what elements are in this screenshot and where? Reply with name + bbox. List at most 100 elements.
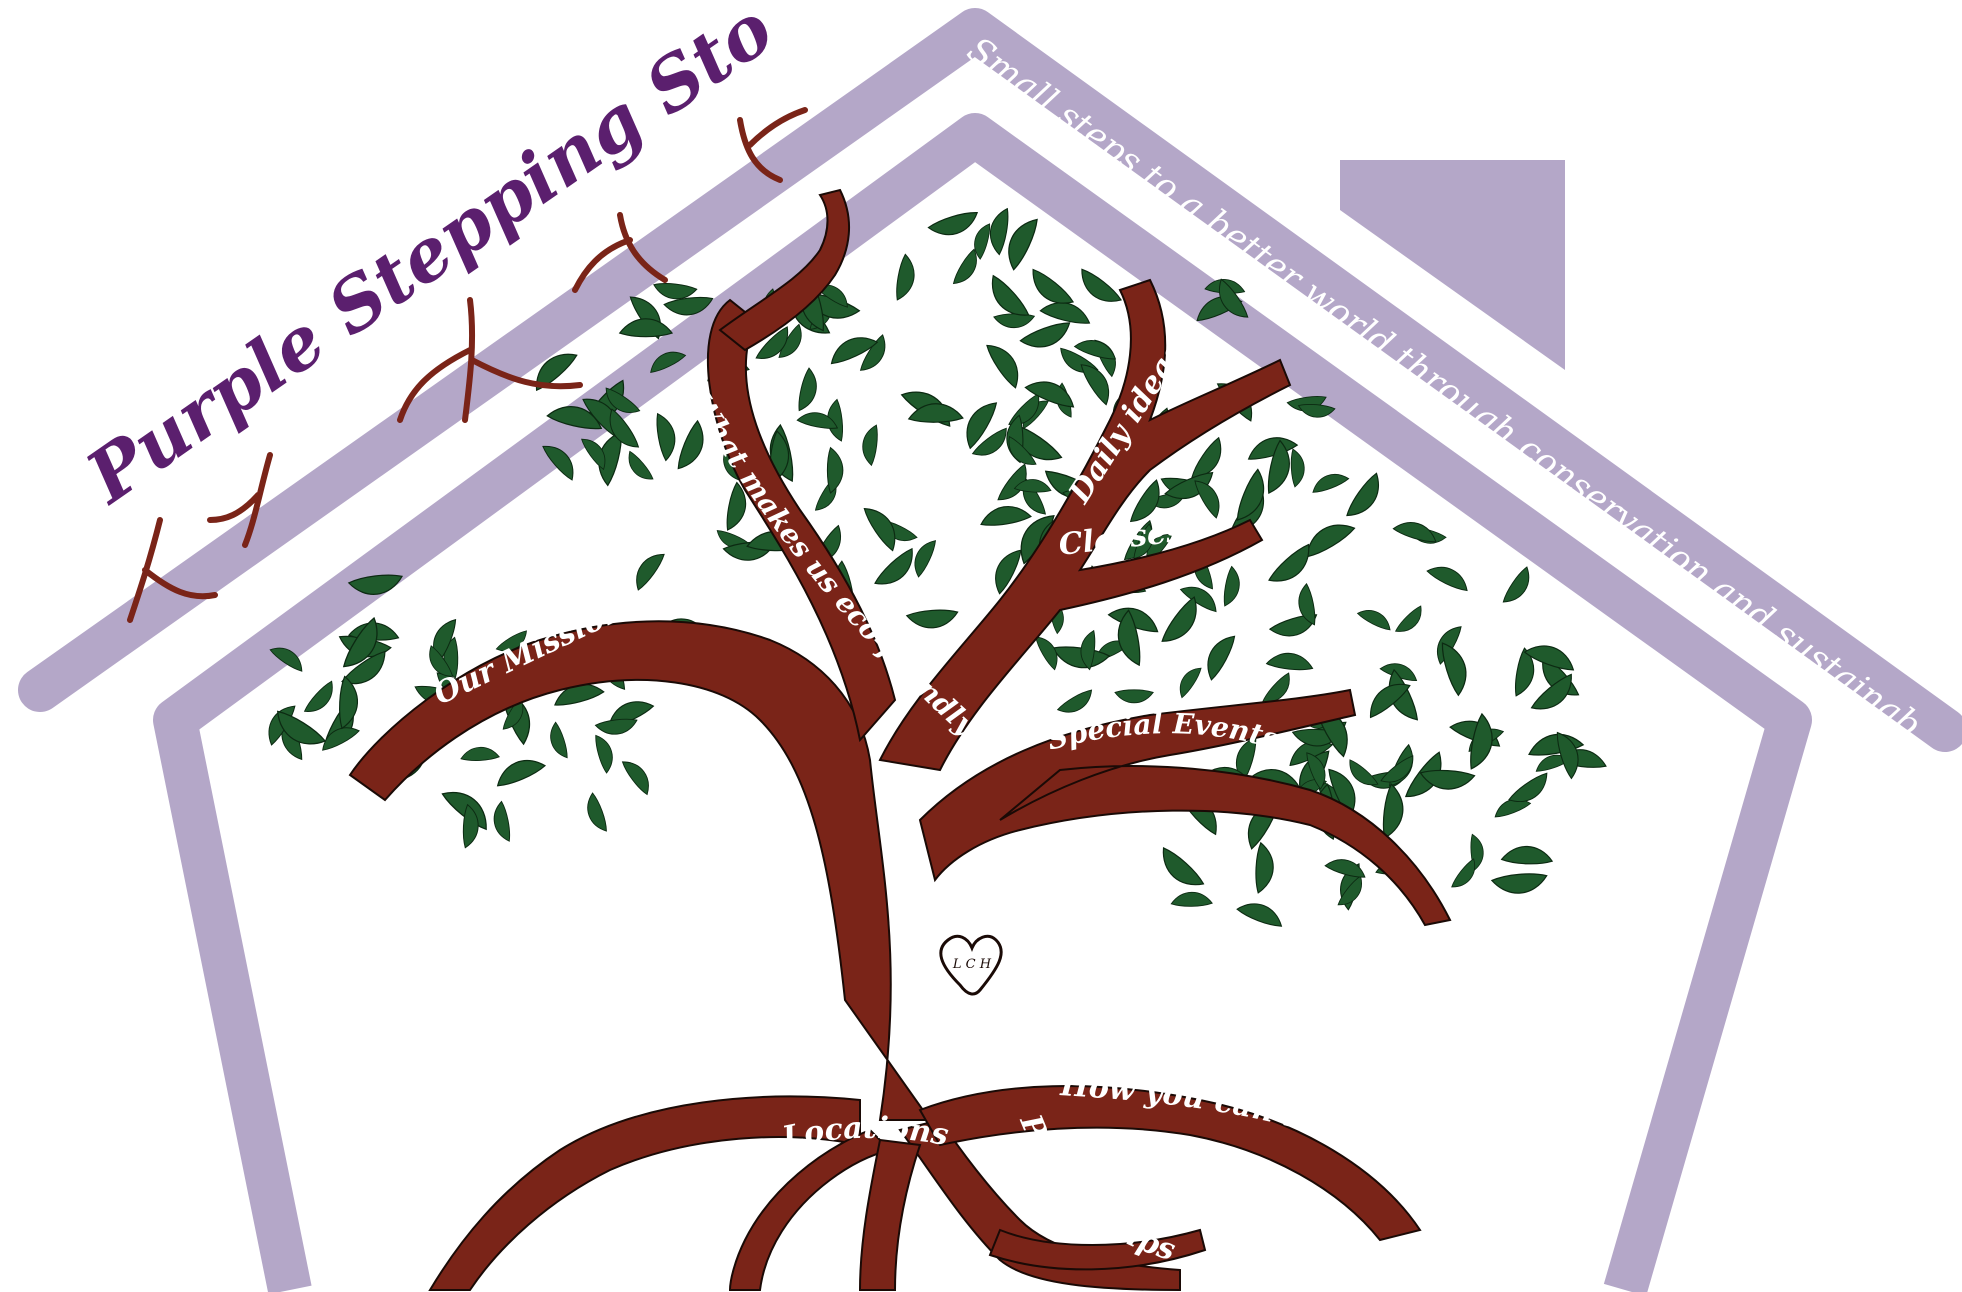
leaf-shape (677, 419, 704, 470)
leaf-shape (1236, 468, 1265, 521)
leaf-shape (1247, 437, 1299, 460)
leaf-shape (1500, 845, 1554, 865)
leaf-shape (1298, 582, 1316, 626)
leaf-shape (535, 353, 578, 392)
leaf-shape (1523, 645, 1575, 671)
leaf-shape (339, 675, 359, 730)
leaf-shape (1268, 543, 1310, 582)
leaf-shape (1080, 629, 1096, 671)
leaf-shape (974, 223, 991, 260)
leaf-shape (342, 616, 378, 668)
leaf-shape (1179, 667, 1202, 699)
leaf-shape (663, 296, 714, 316)
leaf-shape (1380, 755, 1414, 783)
leaf-shape (952, 248, 977, 285)
leaf-shape (755, 326, 789, 359)
leaf-shape (1035, 636, 1058, 671)
leaf-shape (1426, 566, 1468, 592)
leaf-shape (550, 721, 568, 759)
leaf-shape (798, 367, 817, 412)
leaf-shape (1223, 565, 1240, 607)
leaf-shape (653, 283, 698, 300)
leaf-shape (618, 318, 674, 338)
leaf-shape (907, 403, 964, 423)
leaf-shape (1312, 474, 1350, 493)
leaf-shape (1349, 759, 1379, 786)
leaf-shape (874, 547, 913, 585)
leaf-shape (594, 718, 638, 735)
leaf-shape (1008, 393, 1040, 426)
leaf-shape (546, 406, 603, 430)
leaf-shape (980, 505, 1032, 526)
leaf-shape (862, 424, 878, 467)
leaf-shape (993, 313, 1036, 329)
leaf-shape (1337, 875, 1362, 906)
leaf-shape (1394, 605, 1422, 632)
leaf-shape (971, 427, 1007, 456)
leaf-shape (595, 734, 613, 774)
leaf-shape (1008, 218, 1038, 271)
leaf-shape (650, 351, 687, 373)
leaf-shape (341, 650, 386, 685)
leaf-shape (1324, 859, 1366, 878)
leaf-shape (1388, 668, 1419, 721)
leaf-shape (1306, 524, 1356, 558)
leaf-shape (433, 618, 457, 664)
leaf-shape (269, 647, 303, 672)
leaf-shape (1161, 596, 1197, 642)
leaf-shape (1494, 798, 1532, 818)
leaf-shape (827, 398, 843, 442)
leaf-shape (726, 481, 747, 531)
leaf-shape (1236, 903, 1283, 927)
leaf-shape (1356, 610, 1391, 631)
leaf-shape (542, 445, 574, 481)
leaf-shape (1346, 472, 1379, 517)
leaf-shape (1441, 642, 1467, 697)
brand-root-sprigs (127, 107, 808, 623)
leaf-shape (1162, 847, 1205, 886)
leaf-shape (656, 412, 676, 462)
leaf-shape (986, 344, 1019, 389)
leaf-shape (1179, 586, 1217, 613)
leaf-shape (605, 387, 641, 413)
leaf-shape (1369, 683, 1411, 719)
leaf-shape (460, 746, 500, 761)
leaf-shape (495, 630, 527, 652)
leaf-shape (914, 540, 936, 578)
leaf-shape (1117, 609, 1141, 667)
leaf-shape (493, 800, 511, 842)
leaf-shape (609, 408, 640, 448)
leaf-shape (991, 274, 1030, 316)
house-outline (18, 8, 1962, 1292)
leaf-shape (796, 412, 839, 429)
leaf-shape (1081, 268, 1122, 302)
house-chimney (1340, 160, 1565, 370)
leaf-shape (1019, 322, 1071, 348)
house-roof-outer (18, 8, 1962, 752)
leaf-shape (621, 761, 649, 796)
heart-carving: L C H (939, 934, 1003, 996)
leaf-shape (1129, 479, 1160, 523)
tree-trunk (348, 188, 1452, 1292)
leaf-shape (1297, 404, 1336, 418)
leaf-shape (1382, 783, 1404, 839)
leaf-shape (347, 574, 403, 595)
leaf-shape (905, 609, 959, 629)
leaf-shape (1219, 278, 1249, 318)
leaf-shape (1508, 772, 1548, 802)
leaf-shape (826, 446, 844, 494)
leaf-shape (927, 212, 979, 236)
leaf-shape (1056, 689, 1093, 713)
leaf-shape (1268, 614, 1318, 637)
leaf-shape (628, 450, 654, 480)
leaf-shape (896, 253, 915, 301)
leaf-shape (1170, 891, 1213, 907)
leaf-shape (1265, 652, 1314, 671)
leaf-shape (1490, 873, 1548, 894)
leaf-shape (496, 760, 546, 787)
leaf-shape (1008, 435, 1037, 465)
leaf-shape (1470, 712, 1493, 770)
leaf-shape (429, 645, 454, 677)
leaf-shape (966, 402, 998, 450)
leaf-shape (587, 792, 607, 832)
